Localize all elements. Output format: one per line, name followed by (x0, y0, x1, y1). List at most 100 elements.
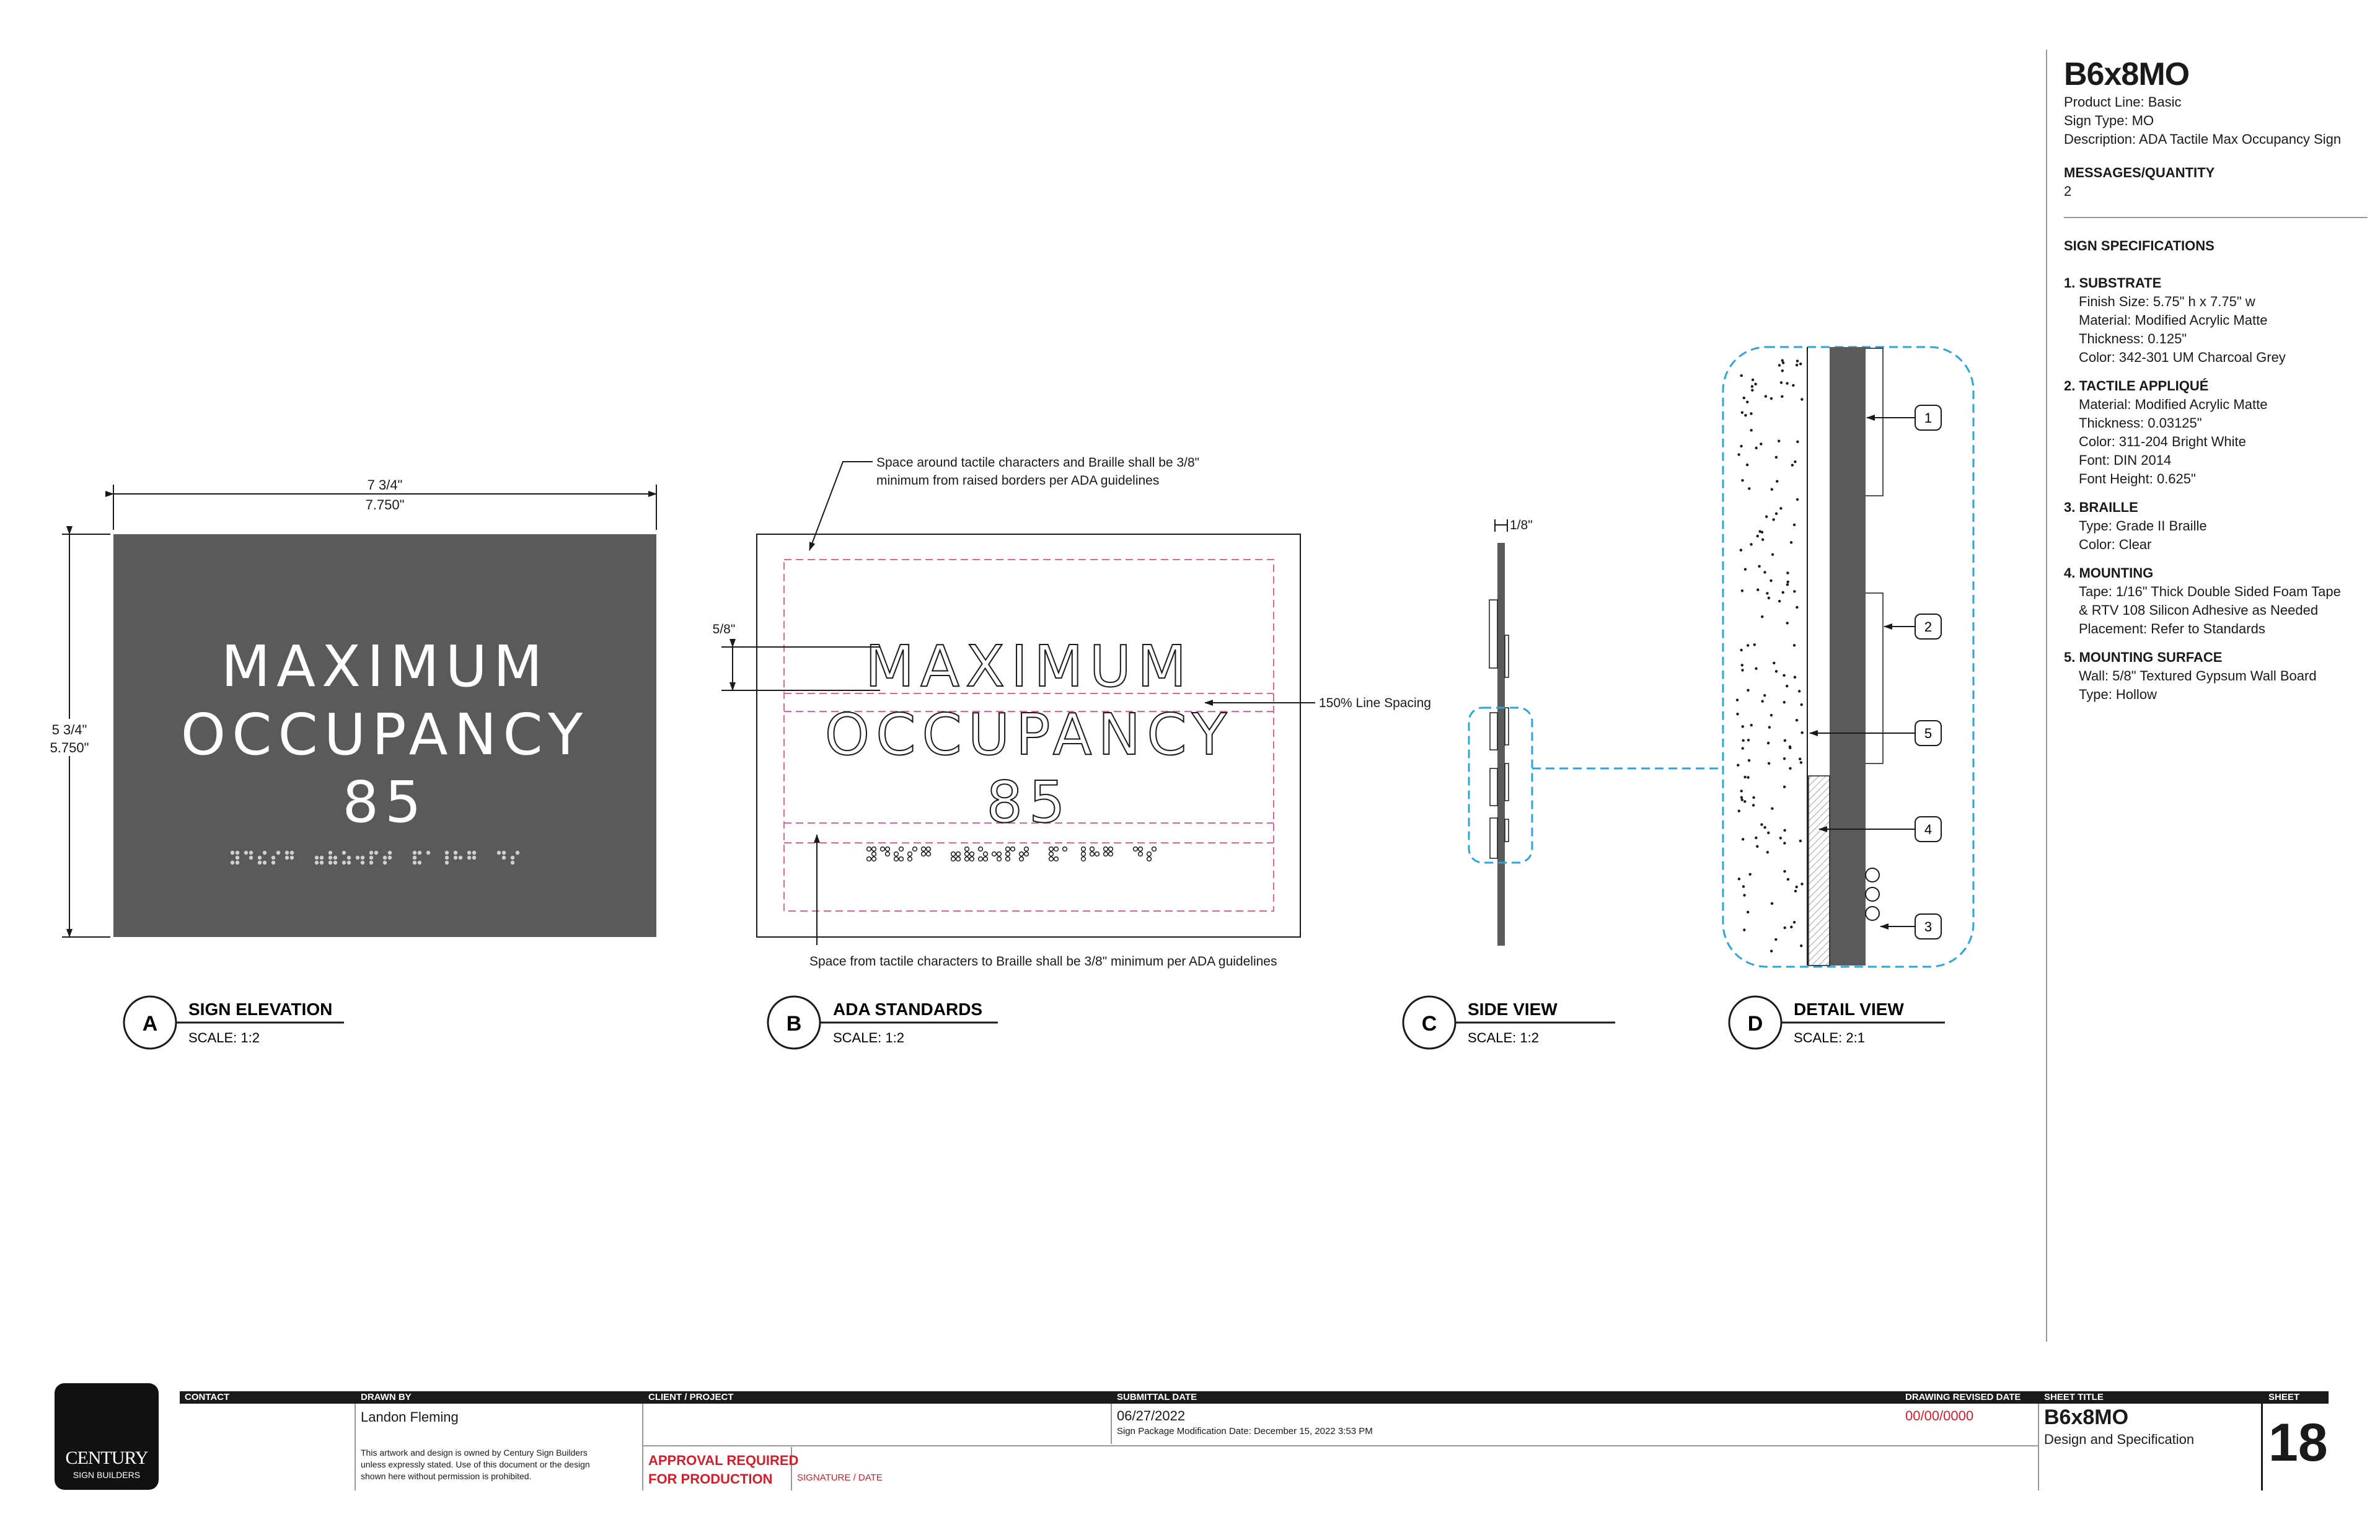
braille-dot (235, 860, 240, 865)
texture-speck (1779, 507, 1783, 510)
sheet-subtitle: Design and Specification (2044, 1432, 2195, 1447)
view-b-title: ADA STANDARDS (833, 1000, 982, 1019)
braille-dot (412, 850, 417, 855)
braille-dot (1151, 846, 1157, 852)
braille-dot (884, 851, 891, 857)
spec-specifications-label: SIGN SPECIFICATIONS (2064, 238, 2215, 253)
texture-speck (1796, 359, 1799, 363)
texture-speck (1786, 382, 1789, 385)
braille-dot (920, 846, 927, 852)
braille-dot (1048, 856, 1054, 862)
texture-speck (1776, 480, 1779, 483)
braille-dot (964, 846, 970, 852)
texture-speck (1778, 439, 1781, 442)
braille-dot (1062, 846, 1068, 852)
braille-dot (1053, 856, 1059, 862)
braille-dot (950, 851, 956, 857)
texture-speck (1781, 361, 1785, 364)
texture-speck (1758, 530, 1761, 533)
texture-speck (1800, 703, 1803, 706)
texture-speck (1770, 397, 1773, 400)
braille-dot (1089, 851, 1095, 857)
approval-required: APPROVAL REQUIRED FOR PRODUCTION (648, 1453, 799, 1487)
title-block-header-bar (180, 1391, 2329, 1404)
svg-text:1: 1 (1924, 410, 1932, 426)
texture-speck (1795, 718, 1799, 722)
braille-dot (866, 856, 872, 862)
texture-speck (1783, 829, 1786, 832)
texture-speck (1781, 369, 1784, 372)
braille-dot (982, 851, 989, 857)
texture-speck (1737, 453, 1740, 456)
texture-speck (1748, 487, 1751, 490)
revised-date: 00/00/0000 (1905, 1408, 1974, 1423)
braille-dot (871, 851, 877, 857)
disclaimer: This artwork and design is owned by Cent… (361, 1448, 590, 1481)
width-dimension-decimal: 7.750" (366, 497, 405, 513)
braille-dot (284, 855, 289, 860)
texture-speck (1799, 362, 1802, 366)
texture-speck (1799, 757, 1802, 760)
texture-speck (1750, 412, 1753, 415)
texture-speck (1747, 644, 1750, 647)
texture-speck (1750, 543, 1753, 546)
braille-dot (1080, 851, 1086, 857)
braille-dot (417, 860, 422, 865)
view-c-title: SIDE VIEW (1468, 1000, 1558, 1019)
braille-dot (955, 851, 961, 857)
height-dimension-decimal: 5.750" (50, 740, 89, 755)
braille-dot (374, 850, 379, 855)
spec-section-substrate: 1. SUBSTRATE Finish Size: 5.75" h x 7.75… (2064, 275, 2286, 365)
sign-text-line3: 85 (342, 769, 427, 835)
texture-speck (1766, 592, 1769, 595)
texture-speck (1767, 596, 1771, 600)
texture-speck (1755, 836, 1758, 840)
braille-dot (472, 855, 477, 860)
texture-speck (1795, 886, 1798, 889)
braille-dot (912, 846, 918, 852)
svg-text:C: C (1422, 1012, 1437, 1036)
braille-dot (866, 846, 872, 852)
ada-top-note-leader (809, 461, 873, 551)
ada-text-line3: 85 (986, 769, 1071, 835)
braille-dot (1103, 851, 1109, 857)
texture-speck (1793, 590, 1796, 593)
braille-dot (426, 850, 431, 855)
braille-dot (262, 860, 267, 865)
braille-dot (235, 850, 240, 855)
spec-sign-type: Sign Type: MO (2064, 113, 2154, 128)
braille-dot (257, 860, 262, 865)
braille-dot (319, 860, 324, 865)
texture-speck (1750, 723, 1753, 727)
braille-dot (244, 850, 249, 855)
texture-speck (1747, 739, 1750, 742)
view-d-scale: SCALE: 2:1 (1794, 1030, 1865, 1045)
texture-speck (1756, 588, 1760, 591)
svg-text:B: B (787, 1012, 802, 1036)
braille-dot (982, 856, 989, 862)
braille-dot (1005, 856, 1011, 862)
svg-text:D: D (1748, 1012, 1763, 1036)
braille-dot (319, 855, 324, 860)
braille-dot (920, 851, 927, 857)
spec-section-mounting-surface: 5. MOUNTING SURFACE Wall: 5/8" Textured … (2064, 649, 2317, 702)
texture-speck (1741, 669, 1744, 672)
view-c-scale: SCALE: 1:2 (1468, 1030, 1539, 1045)
view-label-c: C SIDE VIEW SCALE: 1:2 (1402, 995, 1615, 1050)
braille-dot (501, 855, 506, 860)
texture-speck (1745, 463, 1749, 467)
texture-speck (1794, 889, 1797, 893)
texture-speck (1740, 648, 1743, 652)
texture-speck (1746, 910, 1750, 914)
view-a-title: SIGN ELEVATION (188, 1000, 332, 1019)
braille-dot (1023, 851, 1029, 857)
texture-speck (1789, 746, 1792, 750)
texture-speck (1768, 726, 1771, 729)
braille-dot (1018, 851, 1025, 857)
sheet-number: 18 (2268, 1413, 2328, 1472)
texture-speck (1774, 670, 1778, 673)
width-dimension-fraction: 7 3/4" (368, 477, 403, 493)
texture-speck (1781, 395, 1784, 398)
signature-date[interactable]: SIGNATURE / DATE (797, 1472, 883, 1483)
braille-dot (893, 851, 899, 857)
